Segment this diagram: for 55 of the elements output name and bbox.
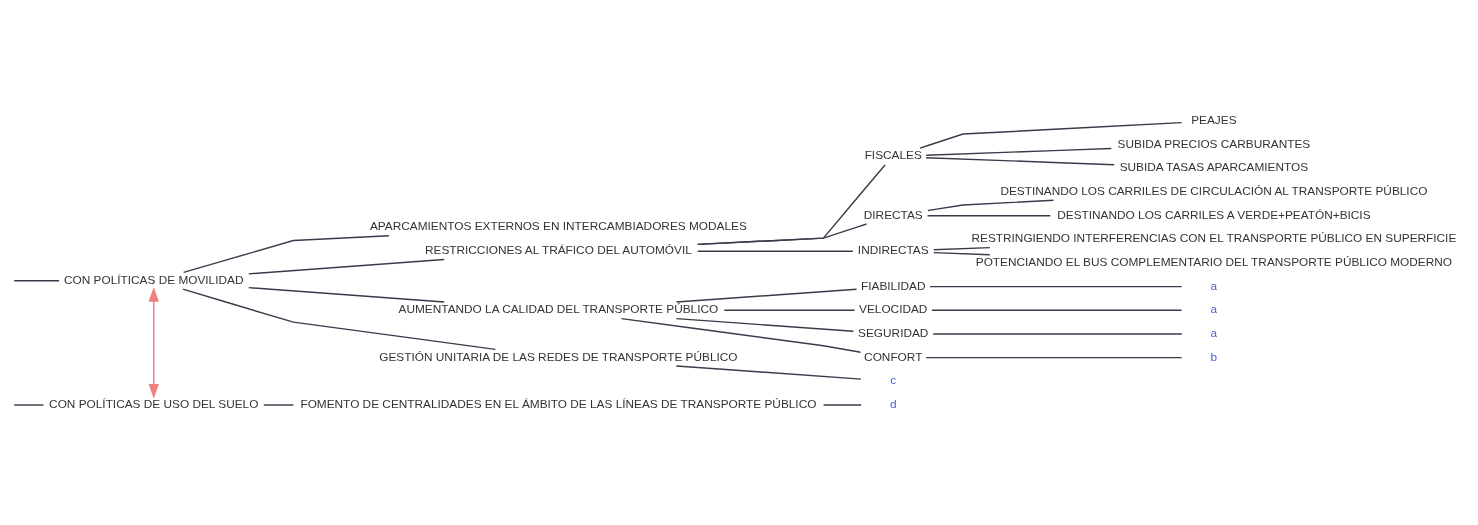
node-text: a bbox=[1210, 278, 1218, 293]
connector bbox=[933, 246, 991, 250]
node-text: VELOCIDAD bbox=[859, 301, 928, 316]
connector bbox=[13, 279, 60, 281]
node-text: SUBIDA PRECIOS CARBURANTES bbox=[1117, 136, 1311, 151]
connector bbox=[675, 317, 855, 332]
node-text: APARCAMIENTOS EXTERNOS EN INTERCAMBIADORES MODALES bbox=[369, 218, 747, 233]
connector bbox=[925, 356, 1183, 358]
connector bbox=[248, 286, 445, 303]
node-text: DESTINANDO LOS CARRILES A VERDE+PEATÓN+BICIS bbox=[1057, 207, 1371, 222]
connector bbox=[620, 317, 862, 353]
connector bbox=[929, 285, 1183, 287]
node-text: SEGURIDAD bbox=[858, 325, 929, 340]
connector bbox=[675, 364, 862, 380]
connector bbox=[925, 147, 1113, 156]
node-text: FOMENTO DE CENTRALIDADES EN EL ÁMBITO DE LAS LÍNEAS DE TRANSPORTE PÚBLICO bbox=[300, 396, 817, 411]
node-text: CONFORT bbox=[864, 349, 923, 364]
node-text: a bbox=[1210, 301, 1218, 316]
connector bbox=[696, 222, 868, 245]
node-text: c bbox=[890, 372, 897, 387]
connector bbox=[919, 121, 1183, 149]
node-text: CON POLÍTICAS DE MOVILIDAD bbox=[64, 272, 244, 287]
connector bbox=[927, 199, 1055, 211]
connector bbox=[13, 403, 45, 406]
node-text: AUMENTANDO LA CALIDAD DEL TRANSPORTE PÚBLICO bbox=[398, 301, 719, 316]
node-text: INDIRECTAS bbox=[857, 242, 929, 257]
node-text: PEAJES bbox=[1191, 112, 1237, 127]
node-text: a bbox=[1210, 325, 1218, 340]
node-text: CON POLÍTICAS DE USO DEL SUELO bbox=[49, 396, 259, 411]
connector bbox=[925, 156, 1115, 165]
arrow bbox=[148, 286, 159, 399]
node-text: FISCALES bbox=[864, 147, 922, 162]
connector bbox=[931, 309, 1183, 311]
connector bbox=[933, 251, 991, 255]
connector bbox=[697, 249, 854, 252]
node-text: GESTIÓN UNITARIA DE LAS REDES DE TRANSPORTE PÚBLICO bbox=[379, 349, 738, 364]
node-text: POTENCIANDO EL BUS COMPLEMENTARIO DEL TRANSPORTE PÚBLICO MODERNO bbox=[975, 254, 1453, 269]
node-text: b bbox=[1210, 349, 1218, 364]
connector bbox=[696, 163, 886, 245]
connector bbox=[248, 258, 445, 275]
connector bbox=[822, 403, 862, 406]
node-text: RESTRICCIONES AL TRÁFICO DEL AUTOMÓVIL bbox=[424, 242, 692, 257]
connector bbox=[932, 332, 1183, 335]
connector bbox=[182, 234, 390, 273]
connector bbox=[926, 214, 1051, 216]
connector bbox=[263, 403, 295, 406]
connector bbox=[675, 288, 858, 303]
node-text: RESTRINGIENDO INTERFERENCIAS CON EL TRANSPORTE PÚBLICO EN SUPERFICIE bbox=[971, 230, 1457, 245]
connector bbox=[723, 309, 856, 311]
node-text: SUBIDA TASAS APARCAMIENTOS bbox=[1119, 159, 1309, 174]
node-text: DIRECTAS bbox=[863, 207, 923, 222]
node-text: d bbox=[889, 396, 897, 411]
node-text: DESTINANDO LOS CARRILES DE CIRCULACIÓN AL TRANSPORTE PÚBLICO bbox=[1000, 183, 1428, 198]
node-text: FIABILIDAD bbox=[861, 278, 926, 293]
connector bbox=[182, 287, 497, 350]
